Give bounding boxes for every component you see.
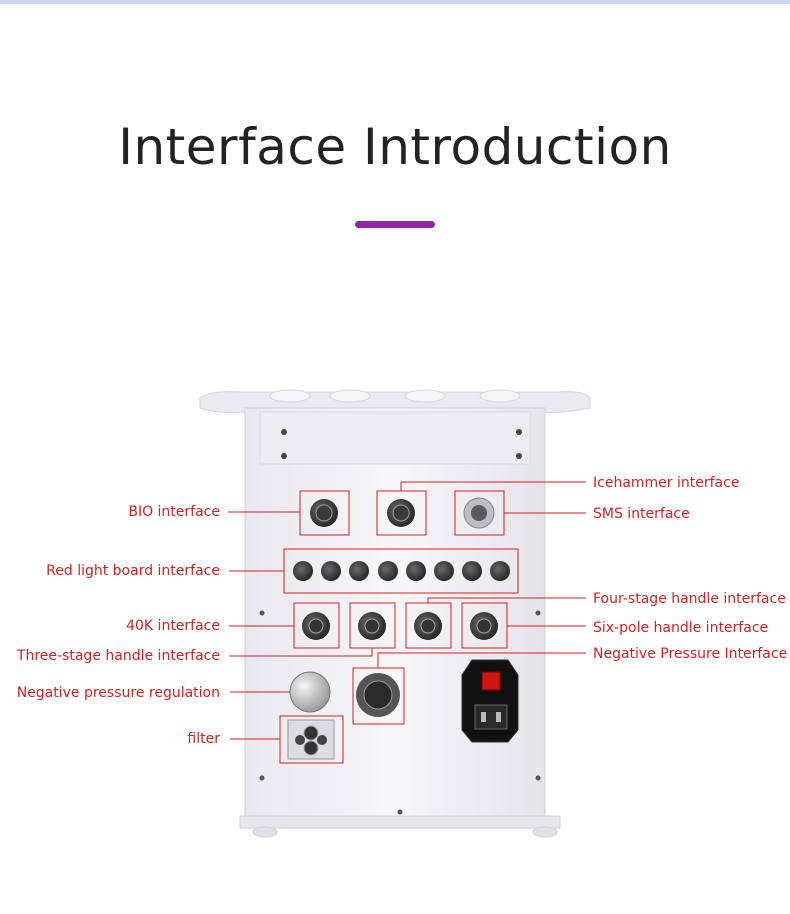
sms-connector [454, 490, 505, 536]
upper-panel [259, 411, 531, 465]
power-socket [461, 659, 519, 743]
label-negative-pressure-regulation: Negative pressure regulation [16, 685, 220, 701]
40k-connector [293, 602, 340, 649]
label-filter: filter [187, 731, 220, 747]
label-three-stage-handle-interface: Three-stage handle interface [16, 648, 220, 664]
top-handle-tray [199, 389, 591, 413]
label-icehammer-interface: Icehammer interface [593, 475, 740, 491]
label-40k-interface: 40K interface [126, 618, 220, 634]
label-six-pole-handle-interface: Six-pole handle interface [593, 620, 769, 636]
filter-block [279, 715, 344, 764]
label-sms-interface: SMS interface [593, 506, 690, 522]
bio-connector [299, 490, 350, 536]
negative-pressure-connector [352, 667, 405, 725]
leader-lines [228, 481, 586, 740]
title-accent-bar [355, 221, 435, 228]
label-red-light-board-interface: Red light board interface [46, 563, 220, 579]
negative-pressure-knob [289, 671, 331, 713]
six-pole-connector [461, 602, 508, 649]
top-border [0, 0, 790, 4]
label-bio-interface: BIO interface [128, 504, 220, 520]
three-stage-connector [349, 602, 396, 649]
page-title: Interface Introduction [118, 118, 672, 176]
label-negative-pressure-interface: Negative Pressure Interface [593, 646, 788, 662]
label-four-stage-handle-interface: Four-stage handle interface [593, 591, 786, 607]
